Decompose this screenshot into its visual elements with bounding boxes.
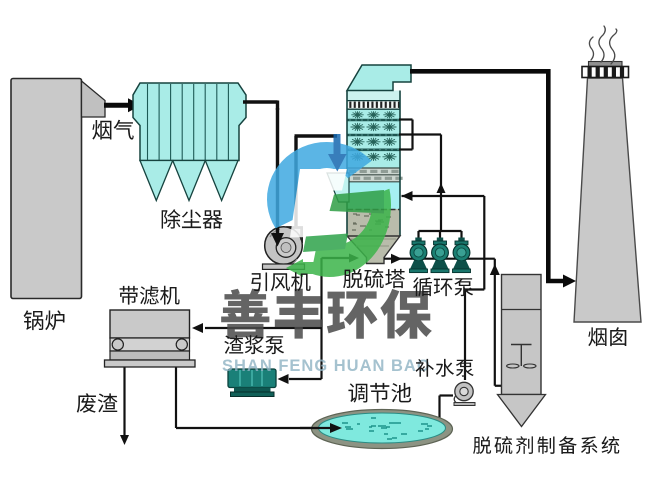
- svg-text:SHAN FENG HUAN BAO: SHAN FENG HUAN BAO: [222, 357, 431, 375]
